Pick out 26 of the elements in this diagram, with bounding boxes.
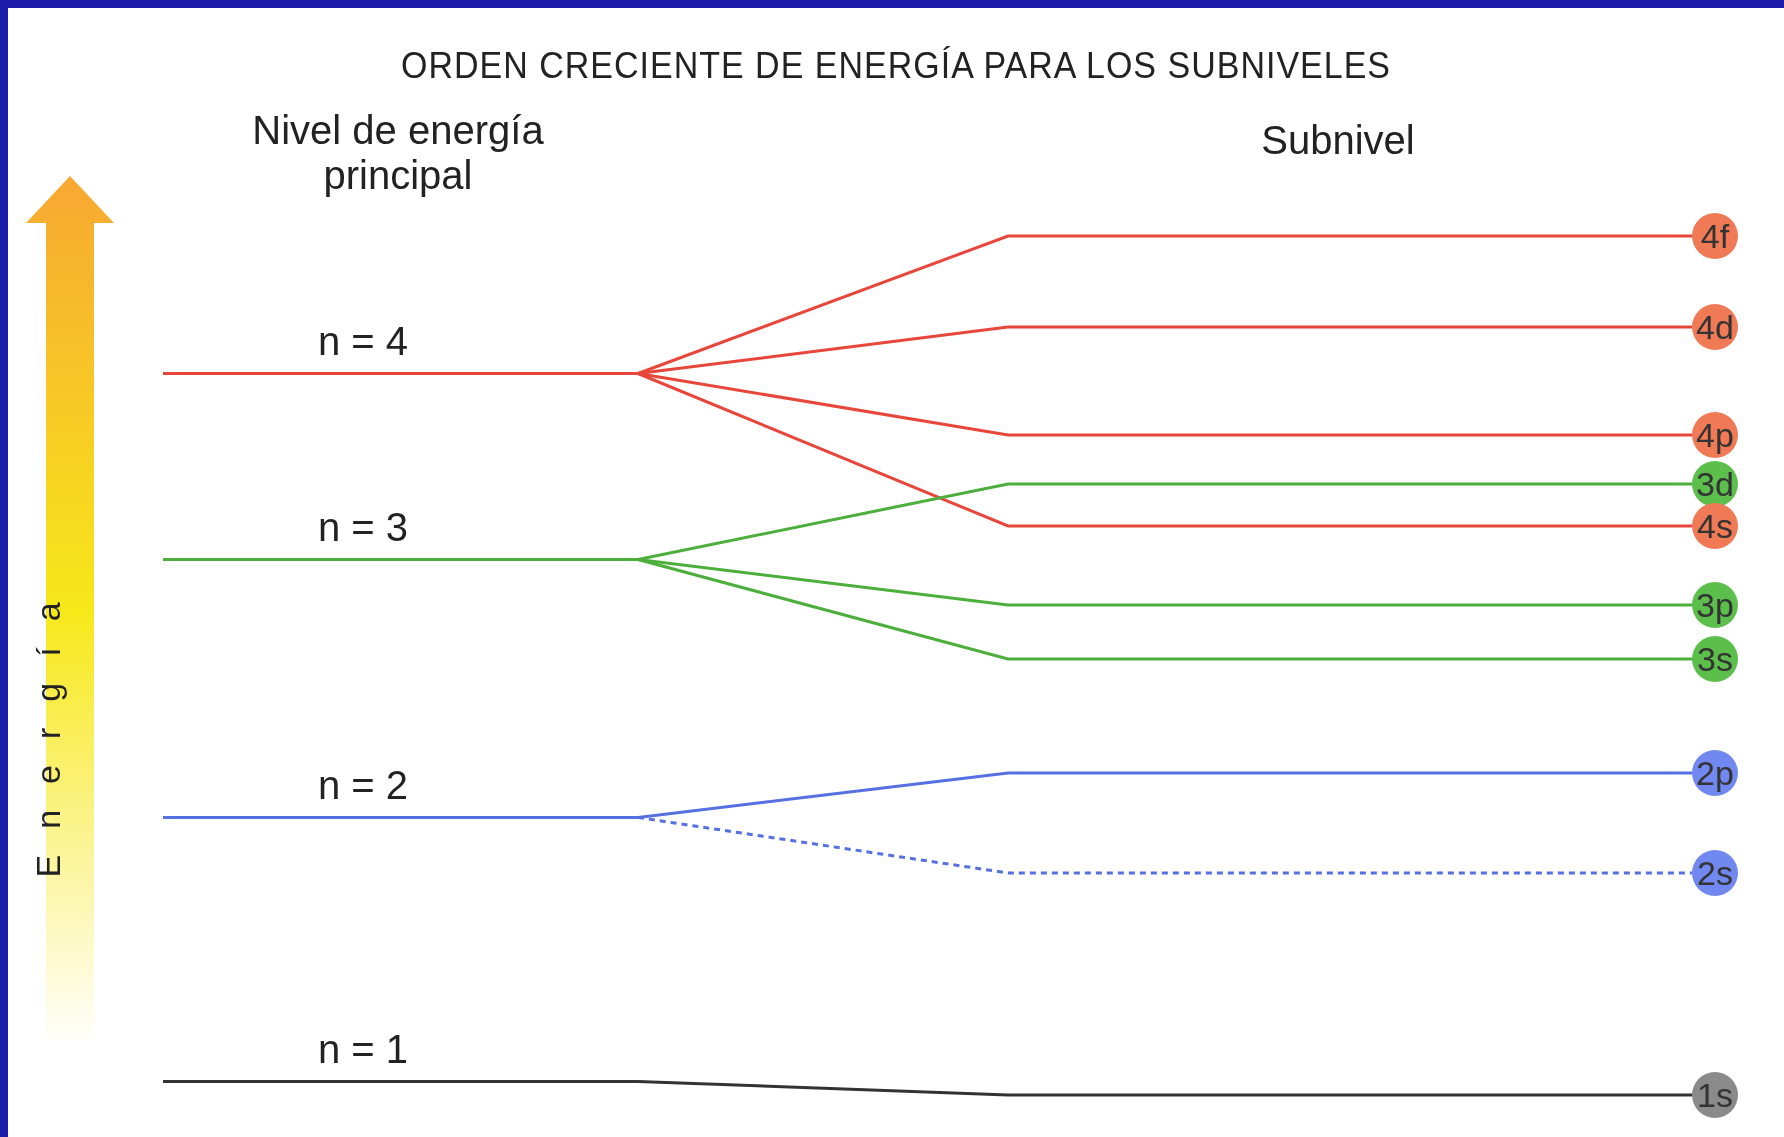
connector-line [637,372,1692,528]
subshell-circle: 4f [1692,213,1738,259]
connector-line [637,234,1692,375]
diagram-title: ORDEN CRECIENTE DE ENERGÍA PARA LOS SUBNIVELES [399,44,1393,87]
subshell-circle: 3s [1692,636,1738,682]
connector-line [637,816,1692,875]
subshell-circle: 4p [1692,412,1738,458]
connector-line [637,1080,1692,1097]
subshell-circle: 2s [1692,850,1738,896]
axis-label: Energía [28,577,68,878]
subshell-circle: 3d [1692,461,1738,507]
connector-line [637,558,1692,607]
subshell-circle: 3p [1692,582,1738,628]
column-heading: Subnivel [1260,118,1416,163]
connector-line [637,558,1692,661]
energy-level: n = 2 [163,760,638,819]
energy-level: n = 4 [163,316,638,375]
subshell-circle: 2p [1692,750,1738,796]
subshell-circle: 4d [1692,304,1738,350]
connector-line [637,372,1692,437]
column-heading: Nivel de energía principal [251,108,545,198]
subshell-circle: 1s [1692,1072,1738,1118]
connector-line [637,482,1692,561]
energy-level: n = 3 [163,502,638,561]
subshell-circle: 4s [1692,503,1738,549]
energy-level: n = 1 [163,1024,638,1083]
